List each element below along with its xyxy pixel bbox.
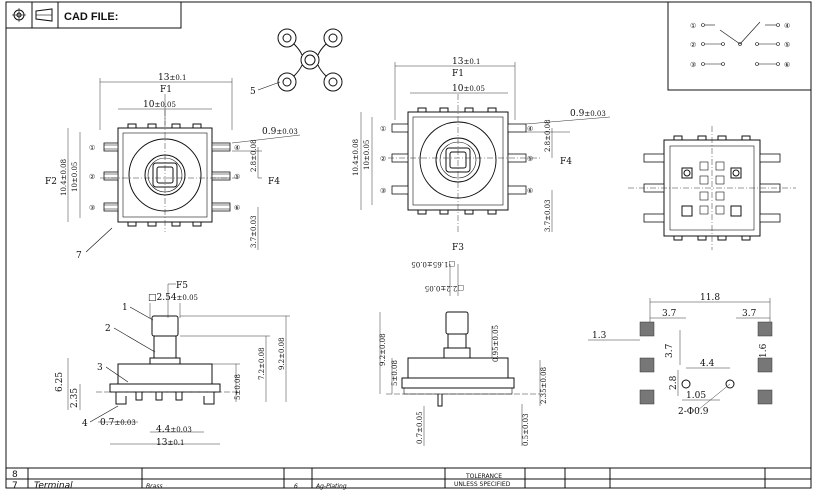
sl-h-total: 6.25 — [55, 372, 65, 392]
sl-callout-4: 4 — [82, 419, 88, 429]
tr-pin-5: ⑤ — [527, 155, 533, 163]
pcb-footprint: 11.8 3.7 3.7 1.3 3.7 4.4 1.6 2.8 1.05 2-… — [588, 293, 773, 417]
bom-tolerance-1: TOLERANCE — [465, 473, 502, 480]
top-view-right: 13±0.1 F1 10±0.05 ① ② ③ ④ ⑤ ⑥ F3 10.4±0.… — [352, 57, 611, 253]
tl-pin-6: ⑥ — [234, 204, 240, 212]
sl-h-72: 7.2±0.08 — [258, 347, 266, 380]
sr-shaft-inner: □2.2±0.05 — [425, 284, 464, 292]
fp-c: 1.3 — [592, 331, 607, 341]
tl-overall: 13±0.1 — [158, 73, 186, 83]
sl-h-mid: 5±0.08 — [234, 374, 242, 400]
tr-pin-3: ③ — [380, 187, 386, 195]
fp-d: 3.7 — [665, 343, 675, 358]
sl-callout-2: 2 — [105, 324, 111, 334]
header-block: CAD FILE: — [5, 1, 182, 29]
schem-pin-4: ④ — [784, 22, 790, 30]
sl-leg: 0.7±0.03 — [100, 418, 136, 428]
sl-pin-pitch: 4.4±0.03 — [156, 425, 192, 435]
sr-leg: 0.7±0.05 — [416, 411, 424, 444]
bom-row7-finish: Ag-Plating — [315, 483, 347, 490]
tl-height: 10.4±0.08 — [60, 159, 68, 196]
bom-row7-no: 7 — [12, 481, 18, 490]
sr-h-235: 2.35±0.08 — [540, 367, 548, 404]
sl-callout-3: 3 — [97, 363, 103, 373]
side-view-right: □1.65±0.05 □2.2±0.05 9.2±0.08 5±0.08 0.9… — [379, 260, 548, 446]
tr-pin-1: ① — [380, 125, 386, 133]
bom-table: 8 7 Terminal Brass 6 Ag-Plating TOLERANC… — [6, 467, 811, 490]
fp-width: 11.8 — [700, 293, 720, 303]
tl-f1: F1 — [160, 85, 172, 95]
bom-row7-qty: 6 — [294, 483, 298, 490]
schem-pin-3: ③ — [690, 61, 696, 69]
fp-e: 4.4 — [700, 359, 715, 369]
sl-f5: F5 — [176, 281, 188, 291]
sr-shaft: □1.65±0.05 — [411, 260, 455, 268]
fp-g: 2.8 — [669, 375, 679, 390]
bom-row7-material: Brass — [146, 483, 163, 490]
sl-shaft: □2.54±0.05 — [148, 293, 198, 303]
sl-h-body: 2.35 — [70, 388, 80, 408]
tr-pin-width: 0.9±0.03 — [570, 109, 606, 119]
schem-pin-1: ① — [690, 22, 696, 30]
bom-row8-no: 8 — [12, 470, 18, 480]
schem-pin-5: ⑤ — [784, 41, 790, 49]
sheet-border — [5, 1, 812, 489]
projection-cone-icon — [35, 8, 53, 22]
fp-h: 1.05 — [686, 391, 706, 401]
sr-h-5: 5±0.08 — [391, 360, 399, 386]
tr-pitch: 2.8±0.08 — [544, 119, 552, 152]
sr-h-095: 0.95±0.05 — [492, 325, 500, 362]
tl-pin-2: ② — [89, 173, 95, 181]
callout-7: 7 — [76, 251, 82, 261]
tr-height-inner: 10±0.05 — [363, 140, 371, 170]
tr-f1: F1 — [452, 69, 464, 79]
bottom-view — [628, 126, 796, 250]
tr-pin-6: ⑥ — [527, 187, 533, 195]
tr-span: 3.7±0.03 — [544, 199, 552, 232]
sr-leg2: 0.5±0.03 — [522, 413, 530, 446]
tr-inner: 10±0.05 — [452, 84, 485, 94]
sl-bottom: 13±0.1 — [156, 438, 184, 448]
projection-symbol-icon — [12, 8, 26, 22]
circuit-schematic: ① ② ③ ④ ⑤ ⑥ — [667, 1, 812, 91]
bom-tolerance-2: UNLESS SPECIFIED — [454, 481, 511, 488]
tl-pin-1: ① — [89, 144, 95, 152]
tl-pitch: 2.8±0.08 — [250, 139, 258, 172]
tl-f2: F2 — [45, 177, 57, 187]
tl-height-inner: 10±0.05 — [71, 162, 79, 192]
tr-f3: F3 — [452, 243, 464, 253]
tl-pin-3: ③ — [89, 204, 95, 212]
tl-pin-4: ④ — [234, 144, 240, 152]
contact-spring-part: 5 — [250, 28, 343, 97]
fp-b: 3.7 — [742, 309, 757, 319]
tl-inner: 10±0.05 — [143, 100, 176, 110]
tr-pin-2: ② — [380, 155, 386, 163]
fp-a: 3.7 — [662, 309, 677, 319]
sl-h-92: 9.2±0.08 — [278, 337, 286, 370]
tl-span: 3.7±0.03 — [250, 215, 258, 248]
tl-pin-width: 0.9±0.03 — [262, 127, 298, 137]
tr-f4: F4 — [560, 157, 572, 167]
side-view-left: F5 □2.54±0.05 1 2 3 4 6.25 2.35 — [55, 281, 290, 448]
bom-row7-name: Terminal — [34, 481, 73, 490]
tr-pin-4: ④ — [527, 125, 533, 133]
fp-hole: 2-Φ0.9 — [678, 407, 709, 417]
fp-f: 1.6 — [759, 343, 769, 358]
callout-5: 5 — [250, 87, 256, 97]
tr-height: 10.4±0.08 — [352, 139, 360, 176]
header-title: CAD FILE: — [64, 11, 118, 23]
tr-overall: 13±0.1 — [452, 57, 480, 67]
sl-callout-1: 1 — [122, 303, 128, 313]
top-view-left: 13±0.1 F1 10±0.05 ① ② ③ ④ ⑤ ⑥ — [45, 73, 301, 261]
sr-h-92: 9.2±0.08 — [379, 333, 387, 366]
tl-f4: F4 — [268, 177, 280, 187]
schem-pin-6: ⑥ — [784, 61, 790, 69]
schem-pin-2: ② — [690, 41, 696, 49]
tl-pins — [103, 142, 231, 212]
tl-pin-5: ⑤ — [234, 173, 240, 181]
